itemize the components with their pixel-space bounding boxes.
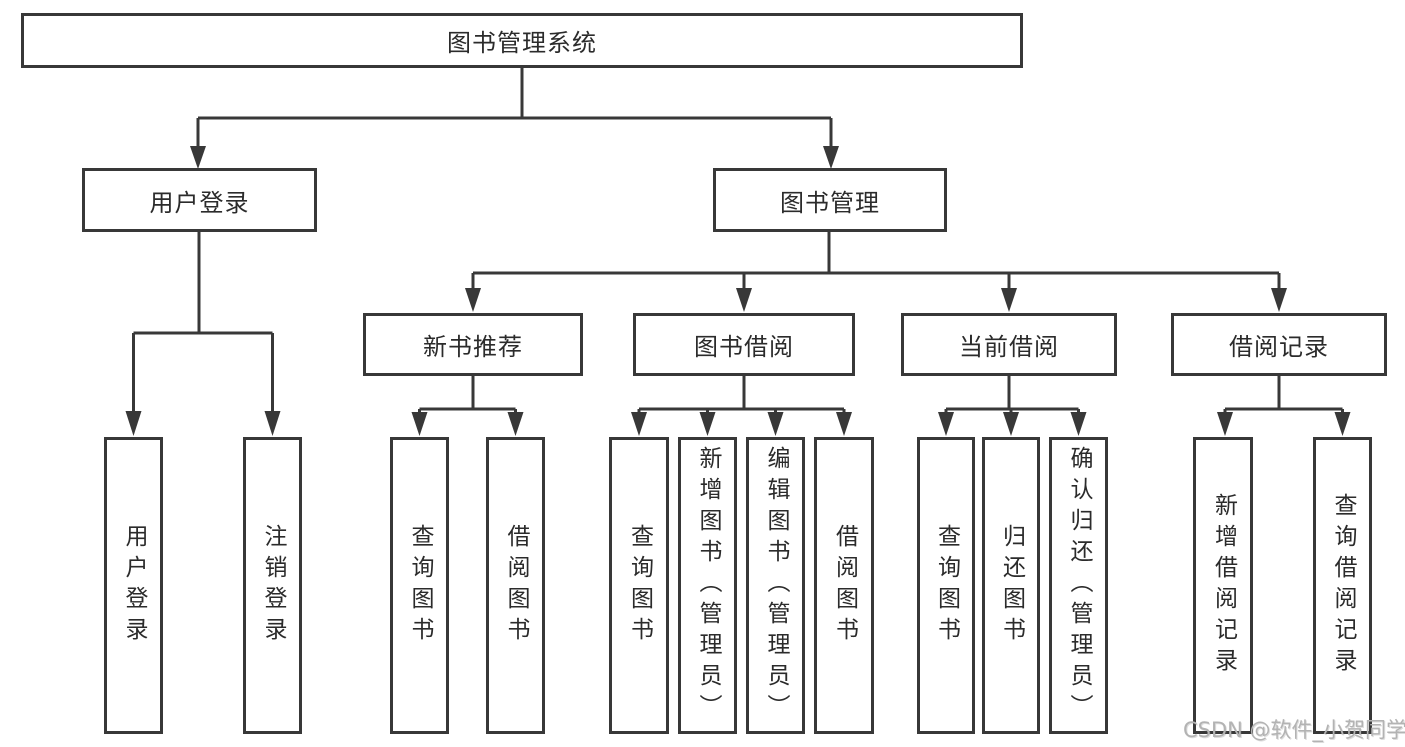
leaf-edit-books-admin-label: 编辑图书（管理员） bbox=[763, 446, 789, 725]
leaf-borrow-books: 借阅图书 bbox=[814, 437, 874, 734]
leaf-add-books-admin: 新增图书（管理员） bbox=[678, 437, 737, 734]
leaf-add-books-admin-label: 新增图书（管理员） bbox=[695, 446, 721, 725]
node-new-book-recommend-label: 新书推荐 bbox=[423, 333, 523, 361]
node-book-borrow: 图书借阅 bbox=[633, 313, 855, 376]
node-user-login: 用户登录 bbox=[82, 168, 317, 232]
leaf-logout-label: 注销登录 bbox=[260, 523, 286, 648]
node-book-borrow-label: 图书借阅 bbox=[694, 333, 794, 361]
root-node-library-system: 图书管理系统 bbox=[21, 13, 1023, 68]
node-current-borrow-label: 当前借阅 bbox=[959, 333, 1059, 361]
leaf-query-books-current-label: 查询图书 bbox=[933, 523, 960, 648]
node-user-login-label: 用户登录 bbox=[149, 188, 250, 217]
leaf-query-books-recommend-label: 查询图书 bbox=[407, 523, 433, 648]
leaf-borrow-books-label: 借阅图书 bbox=[831, 523, 858, 648]
node-borrow-records: 借阅记录 bbox=[1171, 313, 1387, 376]
leaf-return-books: 归还图书 bbox=[982, 437, 1040, 734]
leaf-borrow-books-recommend-label: 借阅图书 bbox=[503, 523, 529, 648]
node-new-book-recommend: 新书推荐 bbox=[363, 313, 583, 376]
root-node-label: 图书管理系统 bbox=[447, 29, 597, 57]
leaf-query-books-current: 查询图书 bbox=[917, 437, 975, 734]
node-book-management: 图书管理 bbox=[713, 168, 947, 232]
node-current-borrow: 当前借阅 bbox=[901, 313, 1117, 376]
leaf-borrow-books-recommend: 借阅图书 bbox=[486, 437, 545, 734]
leaf-user-login: 用户登录 bbox=[104, 437, 163, 734]
leaf-edit-books-admin: 编辑图书（管理员） bbox=[746, 437, 805, 734]
leaf-query-books-borrow: 查询图书 bbox=[609, 437, 669, 734]
leaf-add-borrow-record-label: 新增借阅记录 bbox=[1210, 492, 1237, 679]
leaf-confirm-return-admin-label: 确认归还（管理员） bbox=[1066, 446, 1092, 725]
csdn-watermark: CSDN @软件_小贺同学 bbox=[1183, 718, 1405, 742]
leaf-query-borrow-record-label: 查询借阅记录 bbox=[1330, 492, 1356, 679]
leaf-query-books-recommend: 查询图书 bbox=[390, 437, 449, 734]
node-borrow-records-label: 借阅记录 bbox=[1229, 333, 1329, 361]
node-book-management-label: 图书管理 bbox=[780, 188, 880, 217]
leaf-query-borrow-record: 查询借阅记录 bbox=[1313, 437, 1372, 734]
arrowheads bbox=[125, 146, 1351, 436]
leaf-add-borrow-record: 新增借阅记录 bbox=[1193, 437, 1253, 734]
leaf-query-books-borrow-label: 查询图书 bbox=[626, 523, 653, 648]
leaf-confirm-return-admin: 确认归还（管理员） bbox=[1049, 437, 1108, 734]
leaf-return-books-label: 归还图书 bbox=[998, 523, 1025, 648]
leaf-logout: 注销登录 bbox=[243, 437, 302, 734]
leaf-user-login-label: 用户登录 bbox=[121, 523, 147, 648]
